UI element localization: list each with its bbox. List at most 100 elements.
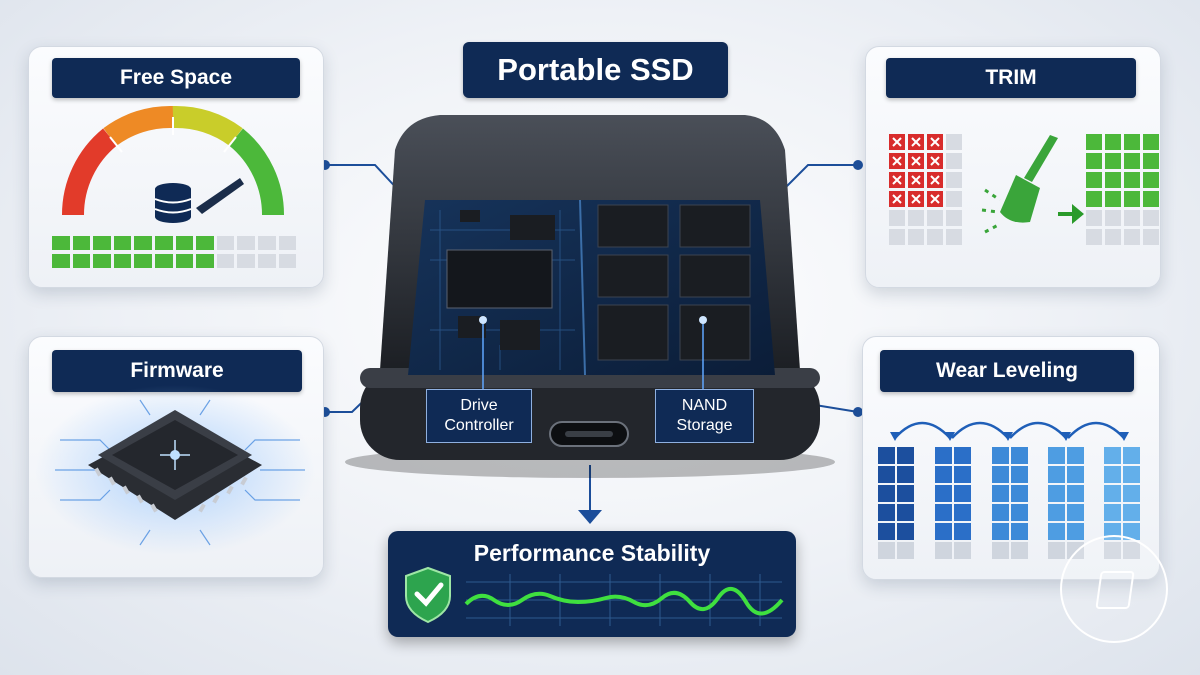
wear-block [1011, 504, 1028, 521]
wear-block [1123, 447, 1140, 464]
wear-block [1048, 542, 1065, 559]
wear-block [954, 504, 971, 521]
wear-block [897, 542, 914, 559]
clean-block [1105, 153, 1121, 169]
clean-block [1124, 134, 1140, 150]
wear-block [1067, 447, 1084, 464]
empty-block [946, 210, 962, 226]
empty-block [889, 210, 905, 226]
empty-block [1143, 210, 1159, 226]
free-space-block [134, 236, 152, 250]
wear-block [1011, 447, 1028, 464]
free-space-block [237, 236, 255, 250]
wear-block [1104, 485, 1121, 502]
wear-leveling-label: Wear Leveling [880, 350, 1134, 392]
free-space-block [72, 253, 91, 268]
close-icon [911, 175, 921, 185]
free-space-block [196, 236, 214, 250]
wear-block [992, 504, 1009, 521]
empty-block [946, 134, 962, 150]
wear-block [954, 466, 971, 483]
wear-block [1067, 523, 1084, 540]
empty-block [946, 153, 962, 169]
wear-block [992, 523, 1009, 540]
wear-block [1048, 485, 1065, 502]
close-icon [930, 156, 940, 166]
wear-block [935, 504, 952, 521]
wear-block [954, 447, 971, 464]
close-icon [892, 175, 902, 185]
free-space-block [93, 236, 111, 250]
wear-block [1011, 466, 1028, 483]
wear-block [878, 523, 895, 540]
wear-block [897, 523, 914, 540]
free-space-block [278, 236, 297, 250]
empty-block [1143, 229, 1159, 245]
empty-block [946, 172, 962, 188]
free-space-block [196, 253, 214, 268]
clean-block [1124, 191, 1140, 207]
empty-block [1105, 210, 1121, 226]
empty-block [908, 210, 924, 226]
empty-block [946, 191, 962, 207]
clean-block [1086, 172, 1102, 188]
wear-block [1048, 523, 1065, 540]
clean-block [1105, 172, 1121, 188]
free-space-block [93, 253, 111, 268]
wear-block [1104, 466, 1121, 483]
gauge-needle [196, 178, 244, 214]
close-icon [911, 194, 921, 204]
close-icon [930, 137, 940, 147]
free-space-block [52, 236, 70, 250]
free-space-block [278, 253, 297, 268]
empty-block [1124, 210, 1140, 226]
wear-block [878, 466, 895, 483]
wear-block [1011, 542, 1028, 559]
wear-block [954, 542, 971, 559]
wear-block [1123, 466, 1140, 483]
clean-block [1086, 134, 1102, 150]
wear-block [1104, 447, 1121, 464]
clean-block [1143, 172, 1159, 188]
wear-block [935, 466, 952, 483]
wear-block [897, 504, 914, 521]
clean-block [1143, 153, 1159, 169]
wear-block [935, 447, 952, 464]
controller-chip [446, 249, 553, 309]
free-space-block [72, 236, 91, 250]
close-icon [911, 156, 921, 166]
clean-block [1086, 191, 1102, 207]
wear-block [954, 523, 971, 540]
connector-wear-leveling [814, 404, 859, 413]
empty-block [946, 229, 962, 245]
clean-block [1124, 153, 1140, 169]
free-space-block [113, 253, 132, 268]
clean-block [1105, 191, 1121, 207]
wear-block [1048, 466, 1065, 483]
empty-block [1086, 210, 1102, 226]
clean-block [1086, 153, 1102, 169]
free-space-label: Free Space [52, 58, 300, 98]
wear-block [992, 542, 1009, 559]
empty-block [1124, 229, 1140, 245]
wear-block [1011, 485, 1028, 502]
wear-block [935, 523, 952, 540]
wear-block [897, 485, 914, 502]
free-space-block [154, 253, 173, 268]
empty-block [1086, 229, 1102, 245]
empty-block [927, 229, 943, 245]
free-space-block [154, 236, 173, 250]
free-space-block [113, 236, 132, 250]
wear-block [1067, 504, 1084, 521]
close-icon [892, 137, 902, 147]
wear-block [935, 542, 952, 559]
broom-icon [981, 135, 1058, 234]
free-space-block [175, 253, 194, 268]
performance-card [388, 531, 796, 637]
empty-block [927, 210, 943, 226]
clean-block [1143, 191, 1159, 207]
database-icon [154, 183, 192, 223]
